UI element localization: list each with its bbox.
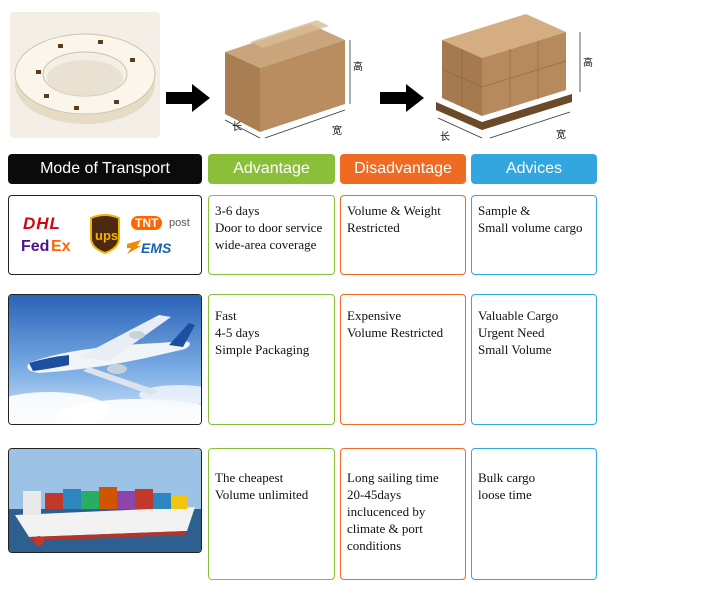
express-carriers-logos: DHL Fed Ex ups TNT post EMS	[8, 195, 202, 275]
length-label: 长	[440, 132, 450, 143]
header-advices: Advices	[471, 154, 597, 184]
airplane-image	[8, 294, 202, 425]
ups-shield-icon	[89, 214, 121, 259]
row3-disadvantage: Long sailing time 20-45days inclucenced …	[340, 448, 466, 580]
ems-logo: EMS	[141, 240, 172, 256]
row2-disadvantage: Expensive Volume Restricted	[340, 294, 466, 425]
header-disadvantage: Disadvantage	[340, 154, 466, 184]
height-label: 高	[583, 58, 593, 69]
row1-disadvantage: Volume & Weight Restricted	[340, 195, 466, 275]
row3-advices: Bulk cargo loose time	[471, 448, 597, 580]
fedex-logo-fed: Fed	[21, 238, 50, 255]
width-label: 宽	[556, 130, 566, 141]
length-label: 长	[232, 122, 242, 133]
post-logo: post	[169, 217, 190, 229]
ups-logo: ups	[95, 228, 119, 243]
arrow-right-icon	[166, 84, 210, 117]
header-mode-of-transport: Mode of Transport	[8, 154, 202, 184]
pallet-boxes-image	[430, 6, 595, 151]
fedex-logo-ex: Ex	[51, 238, 71, 255]
container-ship-image	[8, 448, 202, 553]
row2-advantage: Fast 4-5 days Simple Packaging	[208, 294, 335, 425]
single-box-image	[205, 12, 365, 147]
ems-swoosh-icon	[127, 240, 141, 259]
tnt-logo: TNT	[131, 216, 163, 230]
height-label: 高	[353, 62, 363, 73]
row2-advices: Valuable Cargo Urgent Need Small Volume	[471, 294, 597, 425]
row1-advices: Sample & Small volume cargo	[471, 195, 597, 275]
dhl-logo: DHL	[23, 214, 61, 233]
width-label: 宽	[332, 126, 342, 137]
header-advantage: Advantage	[208, 154, 335, 184]
row1-advantage: 3-6 days Door to door service wide-area …	[208, 195, 335, 275]
tape-roll-image	[10, 12, 160, 138]
row3-advantage: The cheapest Volume unlimited	[208, 448, 335, 580]
arrow-right-icon	[380, 84, 424, 117]
